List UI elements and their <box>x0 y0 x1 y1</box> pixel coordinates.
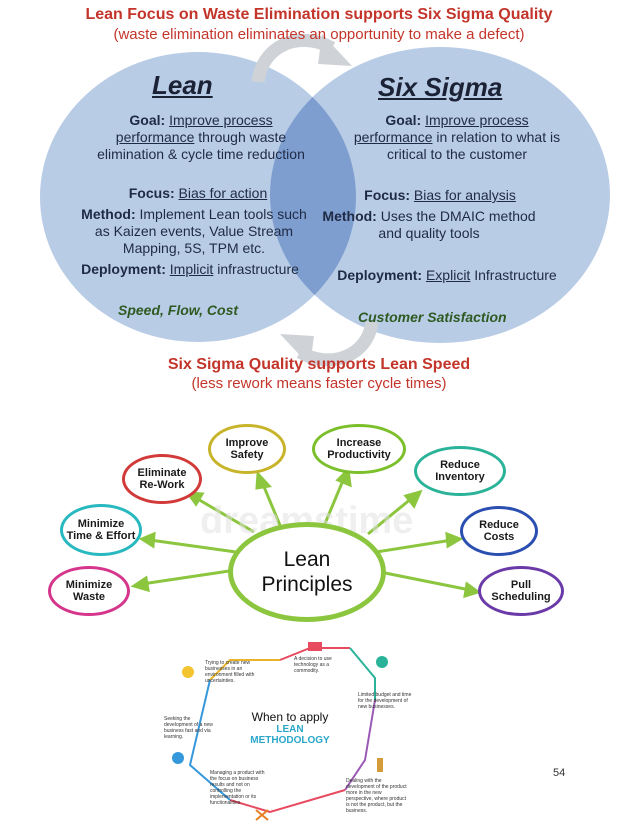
lean-focus: Focus: Bias for action <box>128 185 268 201</box>
top-subtitle: (waste elimination eliminates an opportu… <box>113 26 525 43</box>
lean-goal: Goal: Improve process performance throug… <box>97 112 305 162</box>
venn-diagram: Lean Focus on Waste Elimination supports… <box>0 0 638 400</box>
tools-icon <box>255 809 269 821</box>
principles-arrows <box>130 466 482 599</box>
note-new-perspective: Dealing with the development of the prod… <box>346 778 407 814</box>
gear-icon <box>172 752 184 764</box>
sigma-method: Method: Uses the DMAIC method and qualit… <box>322 208 536 241</box>
clock-icon <box>376 656 388 668</box>
lean-method: Method: Implement Lean tools such as Kai… <box>81 206 307 256</box>
note-technology: A decision to use technology as a commod… <box>294 656 332 674</box>
when-to-apply-infographic: When to apply LEAN METHODOLOGY Trying to… <box>150 640 430 822</box>
lean-heading: Lean <box>152 70 213 100</box>
person-icon <box>377 758 383 772</box>
lean-circle <box>40 52 356 342</box>
note-business-results: Managing a product with the focus on bus… <box>210 770 265 806</box>
bottom-subtitle: (less rework means faster cycle times) <box>191 375 447 392</box>
lightbulb-icon <box>182 666 194 678</box>
page-number: 54 <box>553 767 566 779</box>
sigma-heading: Six Sigma <box>378 72 503 102</box>
sigma-circle <box>270 47 610 343</box>
laptop-icon <box>308 642 322 651</box>
venn-circles <box>40 33 610 367</box>
hexagon-lines <box>172 642 388 821</box>
sigma-tagline: Customer Satisfaction <box>358 309 507 325</box>
sigma-deployment: Deployment: Explicit Infrastructure <box>337 267 557 283</box>
top-title: Lean Focus on Waste Elimination supports… <box>85 6 553 23</box>
when-title: When to apply LEAN METHODOLOGY <box>250 710 330 746</box>
note-fast-learning: Seeking the development of a new busines… <box>164 716 213 740</box>
bottom-title: Six Sigma Quality supports Lean Speed <box>167 356 471 373</box>
note-uncertainty: Trying to create new businesses in an en… <box>205 660 255 684</box>
sigma-goal: Goal: Improve process performance in rel… <box>353 112 561 162</box>
lean-deployment: Deployment: Implicit infrastructure <box>81 261 299 277</box>
sigma-focus: Focus: Bias for analysis <box>364 187 516 203</box>
lean-tagline: Speed, Flow, Cost <box>118 302 239 318</box>
note-budget: Limited budget and time for the developm… <box>358 692 412 710</box>
